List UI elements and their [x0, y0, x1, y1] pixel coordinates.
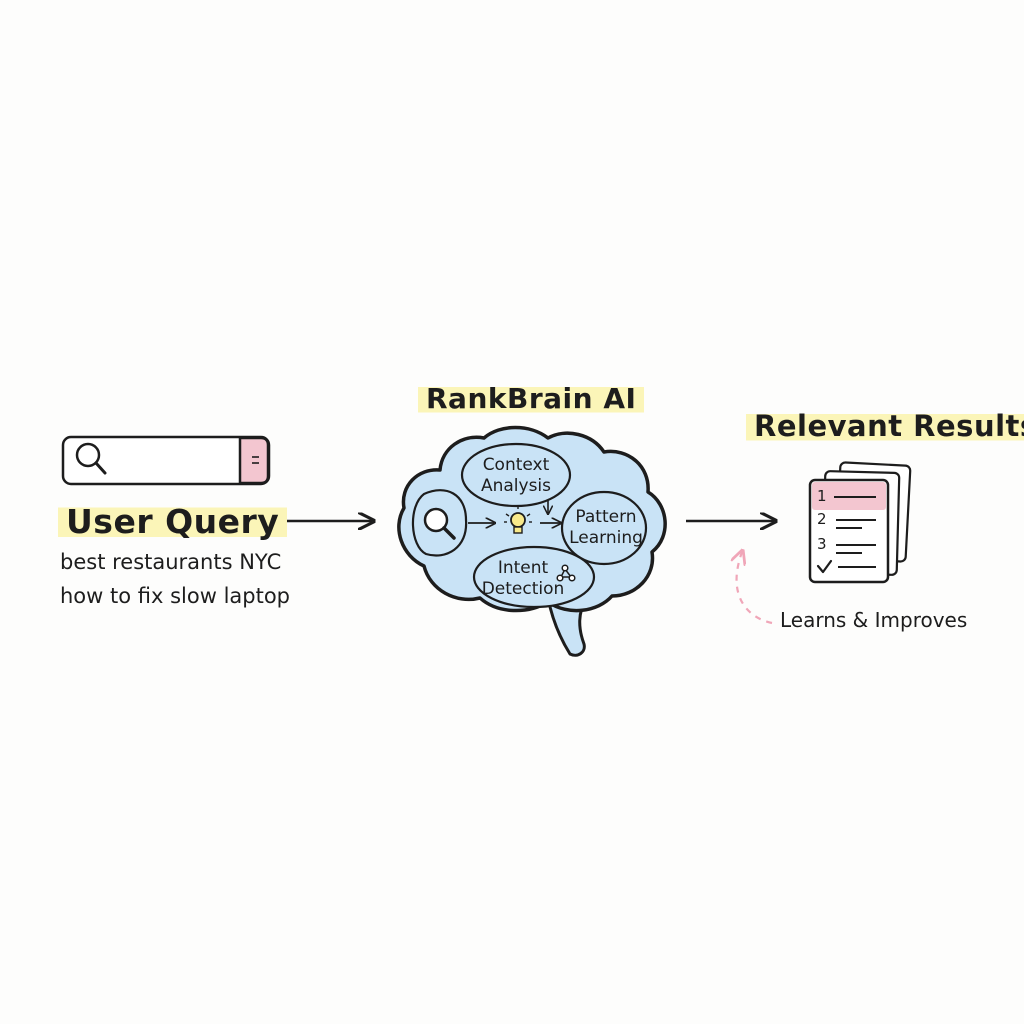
rank-number-3: 3 [817, 535, 827, 553]
magnifier-icon [423, 507, 456, 540]
rank-number-2: 2 [817, 510, 827, 528]
learns-improves-label: Learns & Improves [780, 608, 968, 632]
network-icon [556, 564, 576, 582]
example-query-2: how to fix slow laptop [60, 584, 291, 608]
results-document-stack [808, 461, 912, 584]
context-analysis-node [460, 442, 572, 508]
rankbrain-title: RankBrain AI [418, 383, 645, 415]
example-query-1: best restaurants NYC [60, 550, 282, 574]
rank-number-1: 1 [817, 487, 827, 505]
search-button-glyph: = [248, 450, 249, 451]
lightbulb-icon [504, 506, 532, 534]
context-analysis-label: Context Analysis [480, 455, 552, 497]
search-bar[interactable] [61, 435, 271, 486]
intent-detection-node [472, 545, 596, 609]
relevant-results-title: Relevant Results [746, 410, 1024, 443]
search-icon [75, 442, 107, 475]
intent-detection-label: Intent Detection [481, 558, 565, 600]
feedback-loop-arrow [737, 552, 773, 625]
pattern-learning-label: Pattern Learning [569, 507, 643, 549]
user-query-title: User Query [58, 503, 288, 540]
checkmark-icon [816, 559, 833, 574]
search-button[interactable] [238, 436, 270, 485]
